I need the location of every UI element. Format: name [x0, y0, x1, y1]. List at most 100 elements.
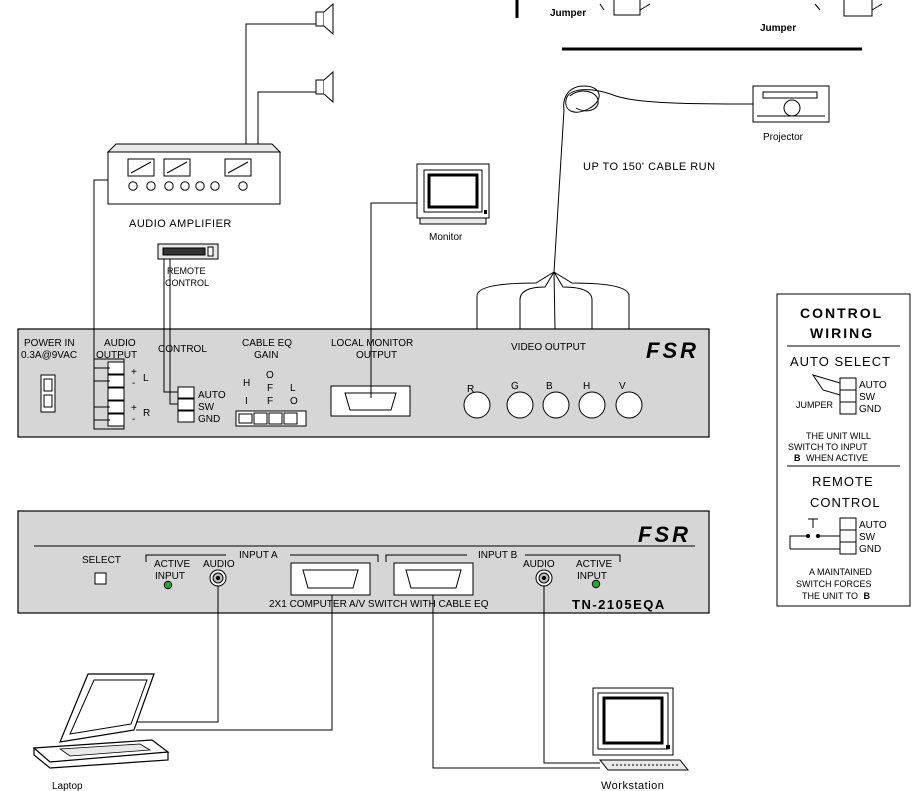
jumper-sketch-left [599, 0, 651, 16]
cw-note1-b: B [794, 453, 801, 463]
audio-output-label-1: AUDIO [104, 338, 136, 349]
control-gnd-label: GND [198, 414, 220, 425]
model-label: TN-2105EQA [572, 597, 666, 612]
laptop-audio-wire [136, 586, 219, 723]
audio-plus-l: + [131, 367, 137, 378]
cw-jumper-label: JUMPER [796, 400, 834, 410]
cw-switch-diagram [789, 517, 857, 555]
eq-h: H [243, 378, 250, 389]
audio-minus-l: - [132, 378, 135, 389]
amp-knobs [128, 181, 248, 191]
remote-control-wire-2 [169, 259, 178, 405]
cw-auto-label: AUTO [859, 380, 887, 391]
back-panel: FSR POWER IN 0.3A@9VAC AUDIO OUTPUT + - … [17, 328, 710, 438]
laptop-vga-wire [136, 595, 333, 731]
local-monitor-label-2: OUTPUT [356, 350, 397, 361]
audio-r-label: R [143, 408, 150, 419]
cable-eq-jumper-block[interactable] [235, 410, 307, 427]
cw-remote-1: REMOTE [812, 474, 874, 489]
input-a-vga-port[interactable] [290, 562, 371, 596]
workstation-audio-wire [543, 586, 600, 764]
eq-f2: F [267, 396, 273, 407]
active-input-a-label-2: INPUT [155, 571, 185, 582]
remote-control-label-1: REMOTE [167, 266, 206, 276]
control-terminal [177, 386, 195, 423]
power-in-label-1: POWER IN [24, 338, 75, 349]
cw-jumper-diagram [811, 374, 857, 415]
audio-a-label: AUDIO [203, 559, 235, 570]
speaker-bottom [315, 70, 334, 104]
audio-b-jack[interactable] [535, 569, 553, 587]
audio-amplifier-label: AUDIO AMPLIFIER [129, 218, 232, 230]
cw-note2-line1: A MAINTAINED [809, 567, 872, 577]
cw-note2-line3: THE UNIT TO B [802, 591, 871, 601]
video-output-label: VIDEO OUTPUT [511, 342, 586, 353]
bnc-g-connector[interactable] [506, 391, 534, 419]
eq-f1: F [267, 383, 273, 394]
projector-label: Projector [763, 132, 804, 143]
remote-control-wire [163, 259, 178, 393]
control-auto-label: AUTO [198, 390, 226, 401]
remote-control-label-2: CONTROL [165, 278, 209, 288]
cw-note1-line1: THE UNIT WILL [806, 431, 871, 441]
select-label: SELECT [82, 555, 121, 566]
local-monitor-label-1: LOCAL MONITOR [331, 338, 413, 349]
jumper-sketch-right [814, 0, 883, 17]
cw-gnd2-label: GND [859, 544, 881, 555]
brand-front: FSR [638, 522, 691, 547]
projector-device [752, 85, 830, 123]
cw-title-2: WIRING [810, 325, 874, 341]
eq-l: L [290, 383, 296, 394]
cw-note1-when-active: WHEN ACTIVE [806, 453, 868, 463]
cw-sw-label: SW [859, 392, 876, 403]
eq-o2: O [290, 396, 298, 407]
brand-back: FSR [646, 338, 699, 363]
speaker-wire-bottom [257, 91, 316, 148]
input-b-label: INPUT B [478, 550, 518, 561]
input-b-vga-port[interactable] [393, 562, 474, 596]
workstation-device [592, 687, 690, 771]
workstation-vga-wire [432, 595, 600, 769]
laptop-device [32, 673, 170, 769]
audio-output-terminal [93, 358, 125, 430]
audio-l-label: L [143, 373, 149, 384]
video-cable-fanout [476, 271, 630, 385]
bnc-v-connector[interactable] [615, 391, 643, 419]
laptop-label: Laptop [52, 781, 83, 791]
workstation-label: Workstation [601, 780, 664, 791]
audio-amplifier [106, 143, 282, 205]
bnc-b-label: B [546, 381, 553, 392]
input-a-label: INPUT A [239, 550, 278, 561]
monitor-label: Monitor [429, 232, 463, 243]
select-button[interactable] [94, 572, 107, 585]
cable-eq-label-1: CABLE EQ [242, 338, 292, 349]
cw-note2-b: B [864, 591, 871, 601]
active-input-b-label-2: INPUT [577, 571, 607, 582]
eq-i: I [245, 396, 248, 407]
cw-note2-line2: SWITCH FORCES [796, 579, 872, 589]
bnc-g-label: G [511, 381, 519, 392]
jumper-label-left: Jumper [550, 8, 586, 19]
eq-o1: O [266, 370, 274, 381]
power-in-label-2: 0.3A@9VAC [21, 350, 77, 361]
cw-title-1: CONTROL [800, 305, 883, 321]
cw-note1-line2: SWITCH TO INPUT [788, 442, 868, 452]
front-panel: FSR SELECT INPUT A INPUT B ACTIVE INPUT … [17, 510, 710, 614]
control-sw-label: SW [198, 402, 215, 413]
cable-coil [553, 85, 754, 273]
audio-b-label: AUDIO [523, 559, 555, 570]
bnc-h-connector[interactable] [578, 391, 606, 419]
cable-run-label: UP TO 150' CABLE RUN [583, 161, 716, 173]
audio-output-wire [93, 179, 108, 368]
audio-a-jack[interactable] [209, 569, 227, 587]
bnc-v-label: V [619, 381, 626, 392]
active-input-a-led [163, 580, 173, 590]
bnc-r-connector[interactable] [463, 391, 491, 419]
bnc-b-connector[interactable] [542, 391, 570, 419]
active-input-b-led [591, 579, 601, 589]
speaker-top [315, 2, 334, 36]
jumper-label-right: Jumper [760, 23, 796, 34]
monitor-wire [370, 202, 417, 398]
description-label: 2X1 COMPUTER A/V SWITCH WITH CABLE EQ [269, 599, 489, 610]
